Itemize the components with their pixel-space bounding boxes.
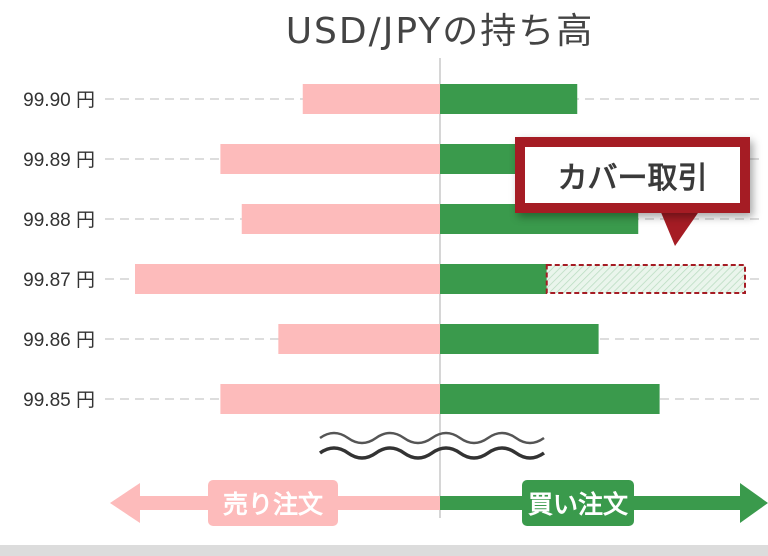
sell-bar — [220, 144, 440, 174]
cover-trade-bar — [545, 264, 746, 294]
price-label: 99.89 円 — [23, 150, 95, 171]
price-label: 99.85 円 — [23, 390, 95, 411]
buy-bar — [440, 84, 578, 114]
price-label: 99.86 円 — [23, 330, 95, 351]
sell-bar — [241, 204, 440, 234]
sell-bar — [135, 264, 440, 294]
price-label: 99.87 円 — [23, 270, 95, 291]
sell-order-label: 売り注文 — [208, 480, 338, 526]
buy-order-label: 買い注文 — [522, 480, 634, 526]
price-label: 99.88 円 — [23, 210, 95, 231]
buy-bar — [440, 264, 547, 294]
price-label: 99.90 円 — [23, 90, 95, 111]
break-wave-icon — [318, 431, 546, 460]
buy-bar — [440, 384, 660, 414]
bottom-divider — [0, 545, 768, 556]
sell-bar — [278, 324, 440, 354]
callout-pointer — [660, 210, 700, 246]
chart-title: USD/JPYの持ち高 — [285, 11, 595, 52]
buy-bar — [440, 324, 599, 354]
cover-trade-callout: カバー取引 — [515, 137, 750, 213]
sell-bar — [302, 84, 440, 114]
sell-bar — [220, 384, 440, 414]
